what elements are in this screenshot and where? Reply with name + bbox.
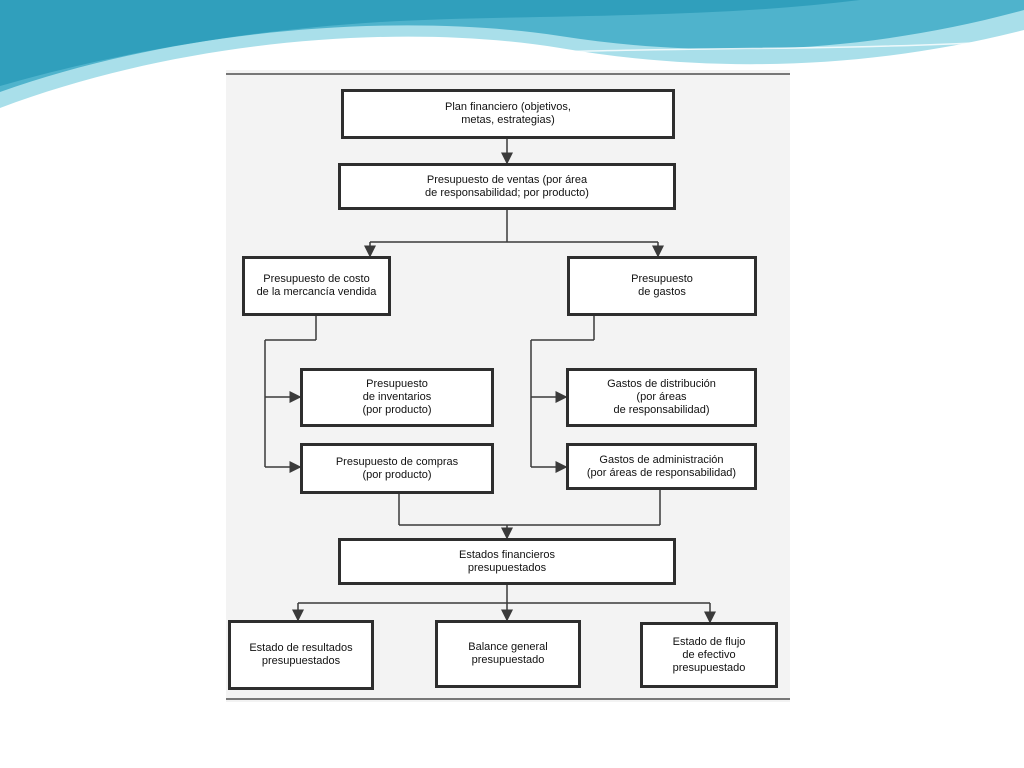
top-rule <box>226 73 790 75</box>
node-presupuesto-gastos: Presupuesto de gastos <box>567 256 757 316</box>
node-flujo-efectivo: Estado de flujo de efectivo presupuestad… <box>640 622 778 688</box>
node-balance-general: Balance general presupuestado <box>435 620 581 688</box>
node-presupuesto-compras: Presupuesto de compras (por producto) <box>300 443 494 494</box>
node-presupuesto-ventas: Presupuesto de ventas (por área de respo… <box>338 163 676 210</box>
node-estado-resultados: Estado de resultados presupuestados <box>228 620 374 690</box>
node-gastos-administracion: Gastos de administración (por áreas de r… <box>566 443 757 490</box>
node-plan-financiero: Plan financiero (objetivos, metas, estra… <box>341 89 675 139</box>
node-costo-mercancia: Presupuesto de costo de la mercancía ven… <box>242 256 391 316</box>
header-wave-decoration <box>0 0 1024 111</box>
node-gastos-distribucion: Gastos de distribución (por áreas de res… <box>566 368 757 427</box>
node-presupuesto-inventarios: Presupuesto de inventarios (por producto… <box>300 368 494 427</box>
bottom-rule <box>226 698 790 700</box>
node-estados-financieros: Estados financieros presupuestados <box>338 538 676 585</box>
